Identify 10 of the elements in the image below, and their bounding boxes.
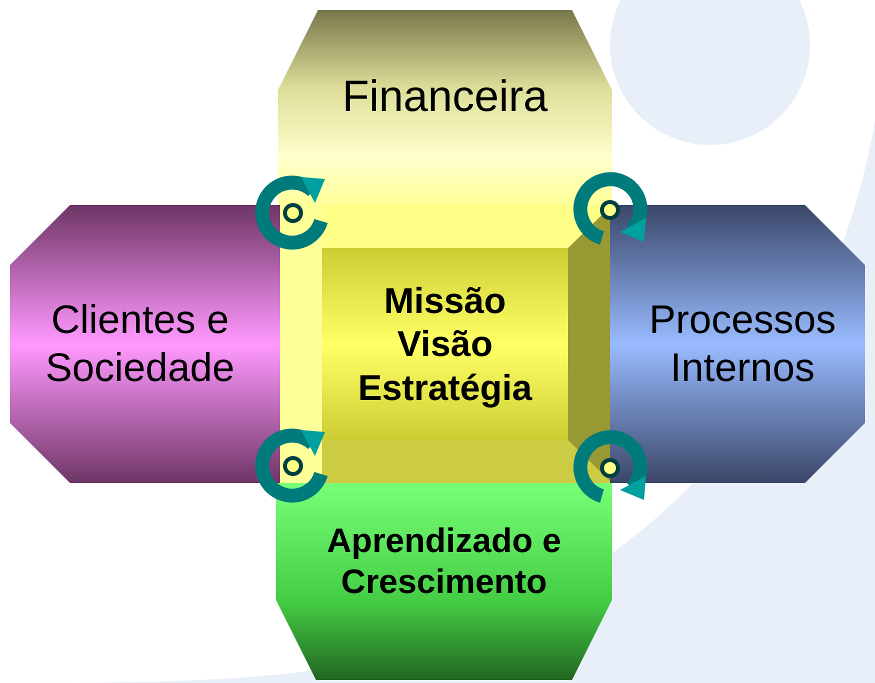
perspective-panel bbox=[278, 10, 612, 205]
perspective-panel bbox=[276, 483, 612, 680]
node-label: Aprendizado e Crescimento bbox=[326, 520, 562, 602]
node-label: Processos Internos bbox=[648, 297, 837, 392]
perspective-panel bbox=[610, 205, 865, 483]
node-label: Financeira bbox=[341, 71, 549, 124]
node-label: Clientes e Sociedade bbox=[44, 297, 236, 392]
perspective-panel bbox=[10, 205, 280, 483]
beveled-box bbox=[322, 205, 612, 483]
node-label: Missão Visão Estratégia bbox=[356, 279, 534, 409]
